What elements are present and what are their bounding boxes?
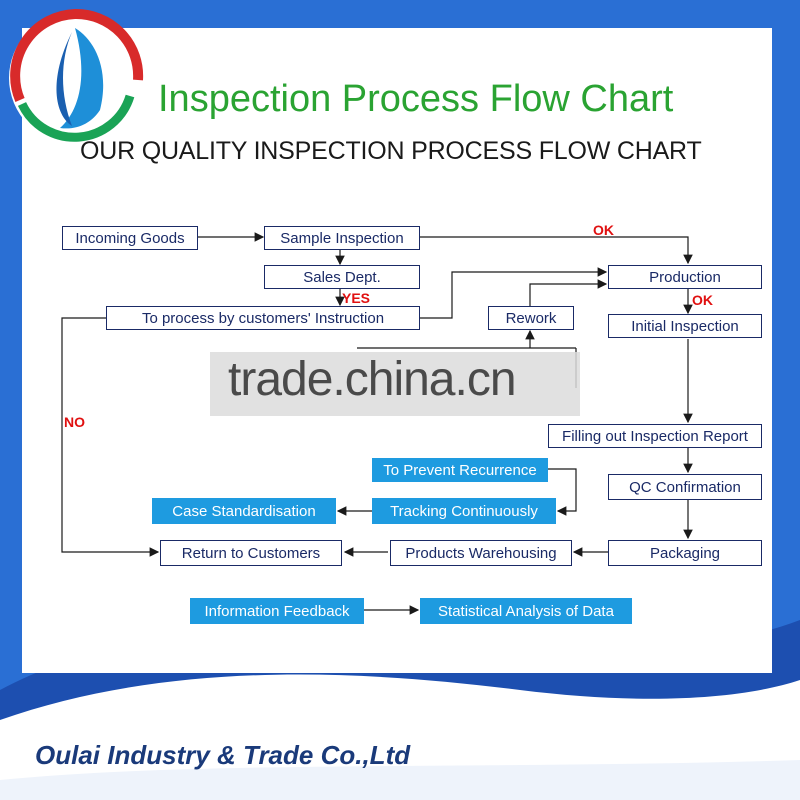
company-name: Oulai Industry & Trade Co.,Ltd xyxy=(35,740,411,770)
node-sample-inspection: Sample Inspection xyxy=(264,226,420,250)
node-packaging: Packaging xyxy=(608,540,762,566)
node-incoming-goods: Incoming Goods xyxy=(62,226,198,250)
node-to-process: To process by customers' Instruction xyxy=(106,306,420,330)
node-statistical-analysis: Statistical Analysis of Data xyxy=(420,598,632,624)
node-filling-report: Filling out Inspection Report xyxy=(548,424,762,448)
node-production: Production xyxy=(608,265,762,289)
node-products-warehousing: Products Warehousing xyxy=(390,540,572,566)
company-logo xyxy=(9,8,144,144)
node-information-feedback: Information Feedback xyxy=(190,598,364,624)
label-yes: YES xyxy=(342,290,371,306)
node-rework: Rework xyxy=(488,306,574,330)
node-case-standardisation: Case Standardisation xyxy=(152,498,336,524)
page-subtitle: OUR QUALITY INSPECTION PROCESS FLOW CHAR… xyxy=(80,137,702,165)
label-ok-top: OK xyxy=(593,222,614,238)
node-prevent-recurrence: To Prevent Recurrence xyxy=(372,458,548,482)
node-sales-dept: Sales Dept. xyxy=(264,265,420,289)
node-tracking-continuously: Tracking Continuously xyxy=(372,498,556,524)
watermark-text: trade.china.cn xyxy=(228,353,517,406)
node-initial-inspection: Initial Inspection xyxy=(608,314,762,338)
label-ok-production: OK xyxy=(692,292,713,308)
watermark-band xyxy=(210,352,580,416)
node-return-to-customers: Return to Customers xyxy=(160,540,342,566)
page-title: Inspection Process Flow Chart xyxy=(158,78,674,120)
label-no: NO xyxy=(64,414,85,430)
node-qc-confirmation: QC Confirmation xyxy=(608,474,762,500)
